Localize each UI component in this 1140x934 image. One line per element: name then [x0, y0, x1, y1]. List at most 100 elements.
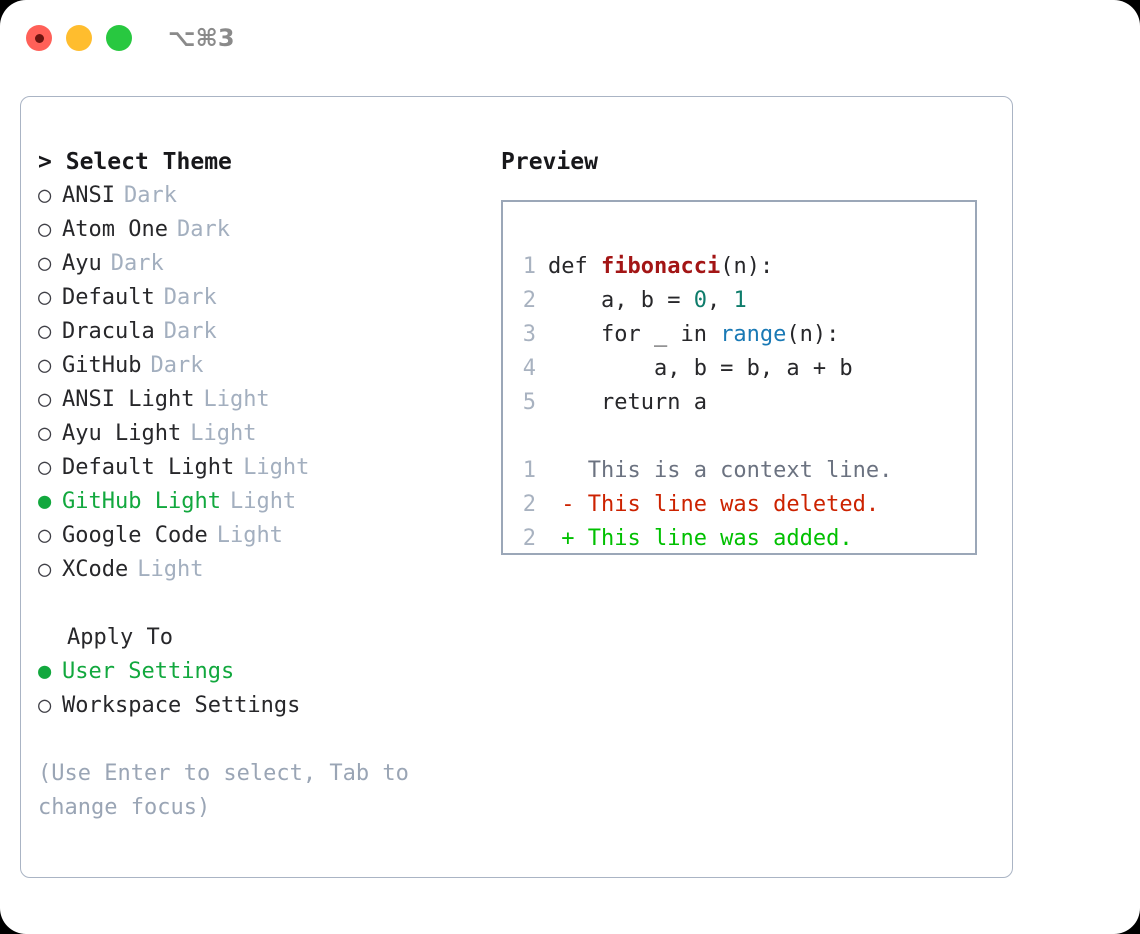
close-button[interactable]	[26, 25, 52, 51]
code-line: 2 a, b = 0, 1	[521, 284, 892, 318]
radio-unselected-icon: ○	[38, 455, 52, 480]
theme-variant-badge: Light	[203, 387, 270, 412]
radio-unselected-icon: ○	[38, 319, 52, 344]
code-line: 1 def fibonacci(n):	[521, 250, 892, 284]
radio-selected-icon: ●	[38, 489, 52, 514]
radio-unselected-icon: ○	[38, 693, 52, 718]
theme-list-item[interactable]: ● GitHub Light Light	[38, 485, 468, 519]
code-token: 0	[693, 288, 707, 313]
line-number: 2	[522, 288, 536, 313]
theme-name: GitHub	[62, 353, 142, 378]
theme-name: XCode	[62, 557, 129, 582]
code-token: def	[548, 254, 601, 279]
theme-variant-badge: Light	[190, 421, 257, 446]
diff-text: - This line was deleted.	[548, 492, 880, 517]
title-bar: ⌥⌘3	[0, 0, 1140, 78]
radio-unselected-icon: ○	[38, 523, 52, 548]
radio-unselected-icon: ○	[38, 285, 52, 310]
theme-list-item[interactable]: ○ Google Code Light	[38, 519, 468, 553]
code-token: (n):	[786, 322, 840, 347]
theme-variant-badge: Dark	[163, 285, 217, 310]
diff-line: 1 This is a context line.	[521, 454, 893, 488]
code-token: (n):	[720, 254, 774, 279]
theme-name: GitHub Light	[62, 489, 221, 514]
preview-title: Preview	[501, 149, 598, 175]
line-number: 5	[522, 390, 536, 415]
caret-icon: >	[38, 149, 52, 175]
diff-line: 2 + This line was added.	[521, 522, 892, 556]
theme-variant-badge: Dark	[163, 319, 217, 344]
code-token: ,	[706, 288, 734, 313]
theme-name: ANSI Light	[62, 387, 195, 412]
select-theme-label: Select Theme	[65, 149, 232, 175]
code-blank-line	[521, 420, 892, 454]
radio-unselected-icon: ○	[38, 421, 52, 446]
diff-text: + This line was added.	[548, 526, 853, 551]
line-number: 2	[522, 526, 536, 551]
apply-to-list[interactable]: ●User Settings ○ Workspace Settings	[38, 655, 468, 723]
minimize-button[interactable]	[66, 25, 92, 51]
code-token: return a	[548, 390, 707, 415]
list-spacer	[38, 587, 468, 621]
keyboard-shortcut-label: ⌥⌘3	[168, 24, 235, 52]
radio-unselected-icon: ○	[38, 217, 52, 242]
theme-variant-badge: Dark	[150, 353, 204, 378]
code-token: a, b =	[548, 288, 694, 313]
theme-variant-badge: Light	[137, 557, 204, 582]
theme-name: Atom One	[62, 217, 168, 242]
diff-line: 2 - This line was deleted.	[521, 488, 892, 522]
theme-list-item[interactable]: ○ Atom One Dark	[38, 213, 468, 247]
theme-list-item[interactable]: ○ XCode Light	[38, 553, 468, 587]
apply-to-label: Workspace Settings	[62, 693, 301, 718]
diff-text: This is a context line.	[548, 458, 893, 483]
radio-unselected-icon: ○	[38, 353, 52, 378]
theme-variant-badge: Light	[229, 489, 297, 514]
window-controls	[26, 25, 132, 51]
apply-to-item[interactable]: ○ Workspace Settings	[38, 689, 468, 723]
radio-unselected-icon: ○	[38, 183, 52, 208]
line-number: 3	[522, 322, 536, 347]
code-line: 5 return a	[521, 386, 892, 420]
apply-to-heading: Apply To	[67, 625, 173, 650]
code-token: fibonacci	[600, 254, 721, 279]
code-token: a, b = b, a + b	[548, 356, 853, 381]
theme-list-item[interactable]: ○ GitHub Dark	[38, 349, 468, 383]
theme-name: Default Light	[62, 455, 235, 480]
theme-name: Default	[62, 285, 155, 310]
theme-list-item[interactable]: ○ Dracula Dark	[38, 315, 468, 349]
theme-list-item[interactable]: ○ Default Light Light	[38, 451, 468, 485]
line-number: 1	[522, 254, 536, 279]
maximize-button[interactable]	[106, 25, 132, 51]
theme-name: Dracula	[62, 319, 155, 344]
radio-unselected-icon: ○	[38, 557, 52, 582]
theme-list-item[interactable]: ○ ANSI Light Light	[38, 383, 468, 417]
theme-variant-badge: Dark	[123, 183, 177, 208]
theme-list-item[interactable]: ○ Default Dark	[38, 281, 468, 315]
theme-name: Ayu	[62, 251, 102, 276]
line-number: 4	[522, 356, 536, 381]
theme-variant-badge: Light	[216, 523, 283, 548]
code-token: for _ in	[548, 322, 721, 347]
code-token: range	[720, 322, 787, 347]
radio-unselected-icon: ○	[38, 387, 52, 412]
theme-variant-badge: Dark	[176, 217, 230, 242]
theme-variant-badge: Light	[243, 455, 310, 480]
hint-text: (Use Enter to select, Tab to change focu…	[38, 761, 423, 820]
page-title-text	[52, 149, 66, 175]
code-token: 1	[733, 288, 747, 313]
apply-to-item[interactable]: ●User Settings	[38, 655, 468, 689]
theme-name: Google Code	[62, 523, 208, 548]
code-line: 3 for _ in range(n):	[521, 318, 892, 352]
radio-unselected-icon: ○	[38, 251, 52, 276]
page-title: > Select Theme	[38, 145, 468, 179]
apply-to-label: User Settings	[62, 659, 235, 684]
